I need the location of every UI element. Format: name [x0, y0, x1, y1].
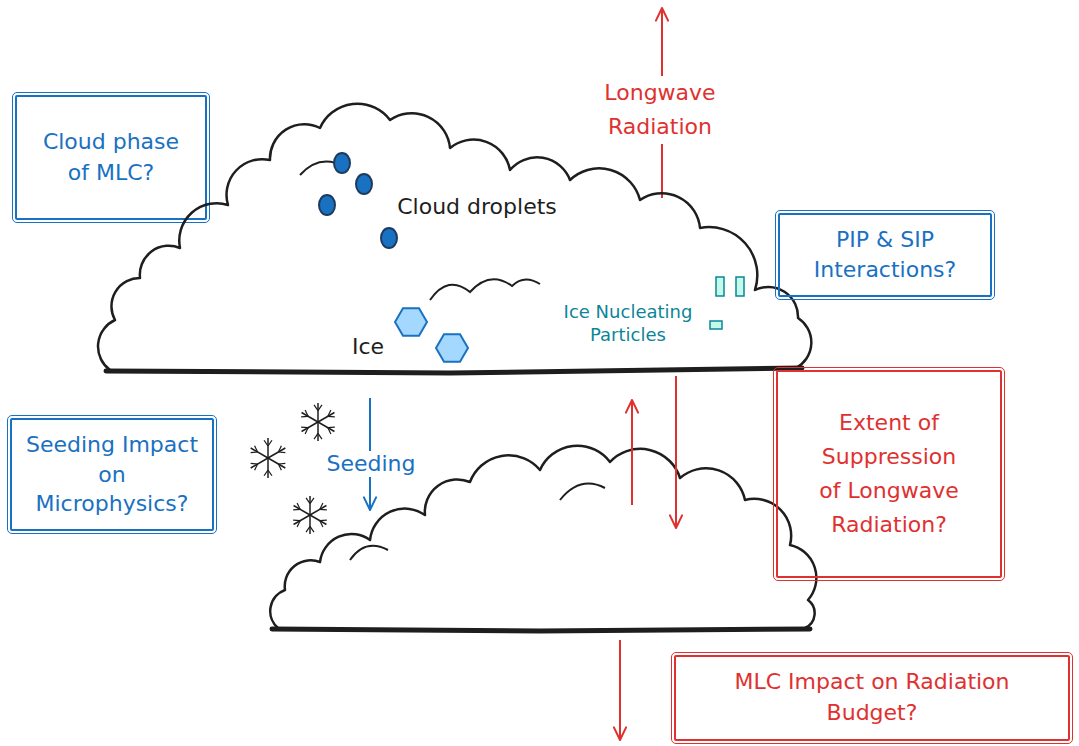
cloud-label: Ice — [346, 333, 390, 362]
question-box: Cloud phase of MLC? — [15, 95, 207, 220]
ice-nucleating-particle — [710, 321, 722, 329]
cloud-droplet — [356, 174, 372, 194]
cloud-outline — [100, 110, 810, 378]
snowflake — [251, 438, 286, 478]
radiation-arrow-shaft — [631, 400, 633, 505]
radiation-arrow-head — [670, 515, 682, 528]
question-box: Extent of Suppression of Longwave Radiat… — [776, 370, 1002, 578]
question-box: MLC Impact on Radiation Budget? — [674, 655, 1070, 741]
cloud-droplet — [334, 153, 350, 173]
seeding-arrow-head — [364, 497, 376, 510]
particle-label: Ice Nucleating Particles — [543, 300, 713, 347]
seeding-label: Seeding — [321, 451, 421, 477]
question-box: Seeding Impact on Microphysics? — [10, 418, 214, 531]
snowflake — [293, 496, 327, 534]
question-box: PIP & SIP Interactions? — [778, 213, 992, 297]
cloud-shape: Cloud dropletsIce Nucleating ParticlesIc… — [100, 110, 810, 378]
radiation-arrow-shaft — [675, 376, 677, 528]
box-text: PIP & SIP Interactions? — [790, 225, 980, 284]
box-text: Cloud phase of MLC? — [31, 127, 191, 189]
cloud-label: Cloud droplets — [372, 193, 582, 222]
ice-crystal — [436, 334, 468, 362]
cloud-droplet — [319, 195, 335, 215]
ice-nucleating-particle — [716, 277, 724, 296]
box-text: Extent of Suppression of Longwave Radiat… — [809, 406, 969, 542]
radiation-arrow — [614, 640, 626, 740]
cloud-inner-stroke — [350, 484, 605, 560]
radiation-arrow-head — [614, 727, 626, 740]
cloud-inner-stroke — [300, 162, 540, 300]
upper-cloud-base — [106, 368, 802, 373]
radiation-arrow — [626, 400, 638, 505]
box-text: MLC Impact on Radiation Budget? — [687, 667, 1057, 729]
radiation-label: Longwave Radiation — [590, 76, 730, 144]
lower-cloud-base — [272, 629, 810, 631]
radiation-arrow — [670, 376, 682, 528]
ice-crystal — [395, 308, 427, 336]
snowflake — [301, 403, 335, 441]
box-text: Seeding Impact on Microphysics? — [22, 430, 202, 519]
radiation-arrow-shaft — [619, 640, 621, 740]
radiation-arrow-head — [626, 400, 638, 413]
radiation-arrow-head — [656, 8, 668, 21]
ice-nucleating-particle — [736, 277, 744, 296]
cloud-droplet — [381, 228, 397, 248]
lower-cloud-outline — [270, 446, 816, 628]
